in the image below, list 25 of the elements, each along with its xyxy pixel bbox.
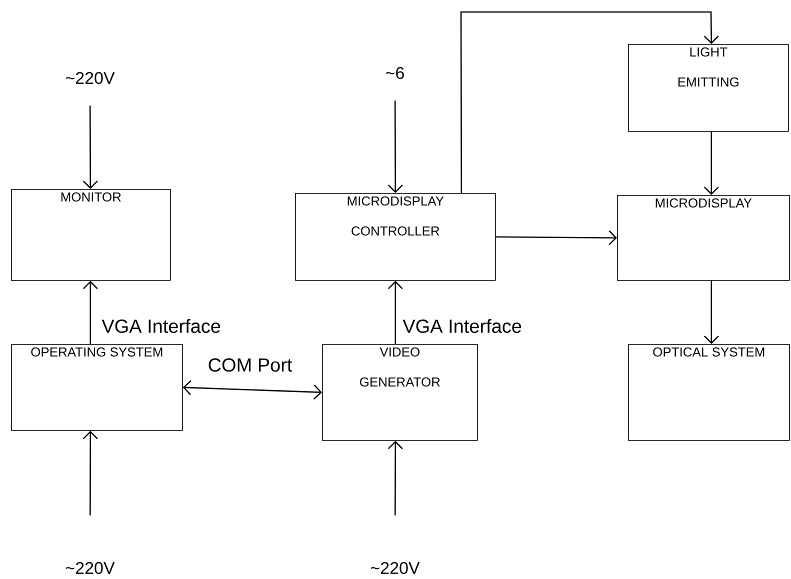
arrow (388, 440, 403, 516)
voltage-label: ~220V (66, 562, 115, 574)
block-box: MICRODISPLAY CONTROLLER (295, 193, 496, 281)
arrow (704, 280, 719, 344)
arrow (388, 100, 403, 193)
block-box: VIDEO GENERATOR (322, 344, 478, 441)
arrow (82, 106, 98, 189)
block-box: MICRODISPLAY (617, 195, 790, 281)
edge-label: VGA Interface (402, 318, 523, 334)
voltage-label: ~6 (386, 66, 404, 80)
voltage-label: ~220V (66, 72, 115, 84)
block-box: OPERATING SYSTEM (11, 344, 183, 431)
edge-label: COM Port (206, 357, 294, 373)
arrow (460, 11, 719, 193)
arrow (388, 280, 403, 344)
arrow (182, 380, 322, 400)
edge-label: VGA Interface (100, 318, 222, 334)
arrow (704, 132, 719, 195)
arrow (82, 280, 98, 344)
arrow (496, 230, 617, 246)
voltage-label: ~220V (370, 562, 420, 574)
block-box: OPTICAL SYSTEM (628, 344, 790, 441)
arrow (82, 430, 98, 516)
block-box: MONITOR (11, 189, 171, 281)
block-box: LIGHT EMITTING (628, 44, 789, 132)
